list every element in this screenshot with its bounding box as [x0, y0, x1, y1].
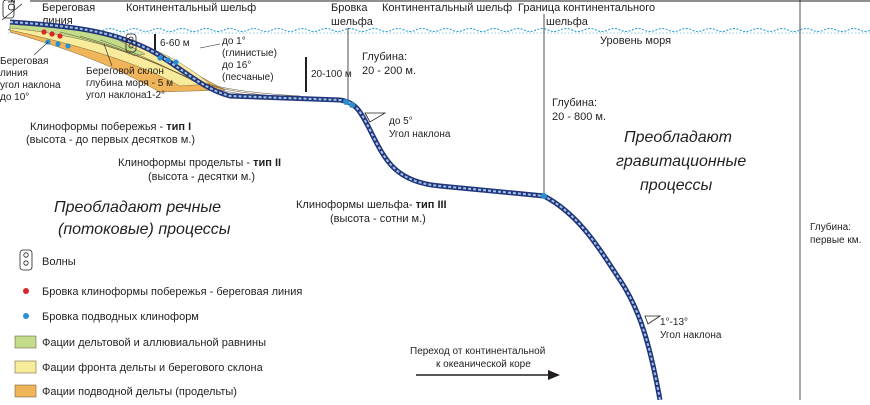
- shore-break-dot: [57, 33, 63, 39]
- waves-short-label: ОЫ: [7, 0, 18, 11]
- subaqueous-break-dot: [65, 43, 71, 49]
- sea-level-label: Уровень моря: [600, 35, 671, 47]
- depth-20-100-label: 20-100 м: [311, 69, 352, 80]
- subaqueous-break-dot: [173, 59, 179, 65]
- legend-prodelta-swatch: [14, 384, 37, 398]
- legend-waves-icon: [19, 249, 33, 271]
- legend-red-dot: [23, 288, 29, 294]
- clinoform-type2-label: Клиноформы продельты - тип II (высота - …: [118, 157, 284, 183]
- legend-delta-plain-swatch: [14, 335, 37, 349]
- gravity-processes-label: Преобладают гравитационные процессы: [616, 129, 751, 194]
- subaqueous-break-dot: [165, 57, 171, 63]
- crust-transition-label: Переход от континентальной к океаническо…: [410, 346, 548, 370]
- shelf-edge-dot: [541, 193, 547, 199]
- clinoform-type1-label: Клиноформы побережья - тип I (высота - д…: [26, 121, 195, 146]
- profile-light: [9, 21, 661, 401]
- shelf-right-label: Континентальный шельф: [382, 2, 512, 14]
- angle-5-annotation: до 5° Угол наклона: [389, 116, 451, 140]
- sea-surface: [7, 28, 870, 32]
- legend-waves-label: Волны: [42, 256, 76, 268]
- shore-break-dot: [41, 29, 47, 35]
- legend-delta-front-swatch: [14, 360, 37, 374]
- legend-delta-plain-label: Фации дельтовой и аллювиальной равнины: [42, 337, 266, 349]
- river-processes-label: Преобладают речные (потоковые) процессы: [54, 199, 231, 238]
- waves-icon: ОЫ: [1, 0, 23, 21]
- far-depth-annotation: Глубина: первые км.: [810, 221, 861, 246]
- legend-delta-front-label: Фации фронта дельты и берегового склона: [42, 362, 264, 374]
- shelf-break-label: Бровка шельфа: [331, 2, 374, 28]
- shelf-left-label: Континентальный шельф: [126, 2, 256, 14]
- legend-shore-break-label: Бровка клиноформы побережья - береговая …: [42, 286, 302, 298]
- legend-blue-dot: [23, 313, 29, 319]
- basin-profile: [9, 19, 663, 401]
- clinoform-type3-label: Клиноформы шельфа- тип III (высота - сот…: [296, 199, 450, 225]
- legend: Волны Бровка клиноформы побережья - бере…: [14, 249, 302, 398]
- angle-marks: [364, 112, 662, 325]
- transition-arrowhead: [548, 370, 560, 380]
- shore-slope-annotation: Береговая линия угол наклона до 10°: [0, 56, 63, 103]
- waves-icon-sea: [125, 33, 137, 53]
- shelf-break-dot: [349, 102, 355, 108]
- legend-subaqueous-break-label: Бровка подводных клиноформ: [42, 311, 199, 323]
- shelf-break-dot: [343, 99, 349, 105]
- coastal-slope-annotation: Береговой склон глубина моря - 5 м угол …: [86, 66, 176, 101]
- depth-6-60-label: 6-60 м: [160, 38, 190, 49]
- shelf-depth-annotation: Глубина: 20 - 200 м.: [362, 51, 416, 77]
- subaqueous-break-dot: [55, 41, 61, 47]
- shore-break-dot: [49, 31, 55, 37]
- upper-angles-annotation: до 1° (глинистые) до 16° (песчаные): [222, 36, 280, 83]
- subaqueous-break-dot: [157, 55, 163, 61]
- legend-prodelta-label: Фации подводной дельты (продельты): [42, 386, 237, 398]
- slope-depth-annotation: Глубина: 20 - 800 м.: [552, 97, 606, 123]
- shelf-boundary-label: Граница континентального шельфа: [518, 2, 658, 28]
- angle-1-13-annotation: 1°-13° Угол наклона: [660, 317, 722, 341]
